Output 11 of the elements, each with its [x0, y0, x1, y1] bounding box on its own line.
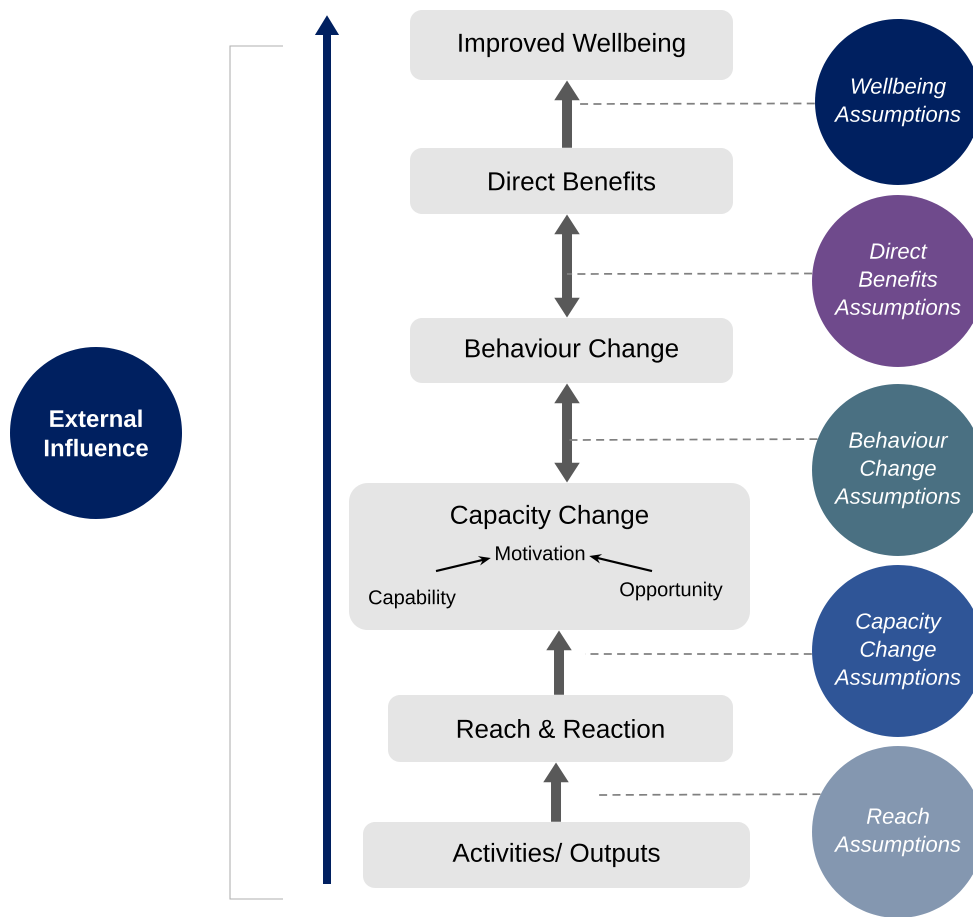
factor-label: Opportunity	[620, 582, 723, 600]
process-box: Behaviour Change	[410, 318, 733, 383]
process-box: Activities/ Outputs	[363, 822, 750, 888]
factor-label: Capability	[369, 590, 456, 608]
process-box: Direct Benefits	[410, 148, 733, 214]
leader-line	[567, 438, 818, 441]
process-box: Reach & Reaction	[388, 695, 733, 762]
process-box: Improved Wellbeing	[410, 10, 733, 80]
leader-line	[580, 102, 815, 105]
factor-label: Motivation	[496, 546, 584, 560]
leader-line	[567, 272, 812, 275]
